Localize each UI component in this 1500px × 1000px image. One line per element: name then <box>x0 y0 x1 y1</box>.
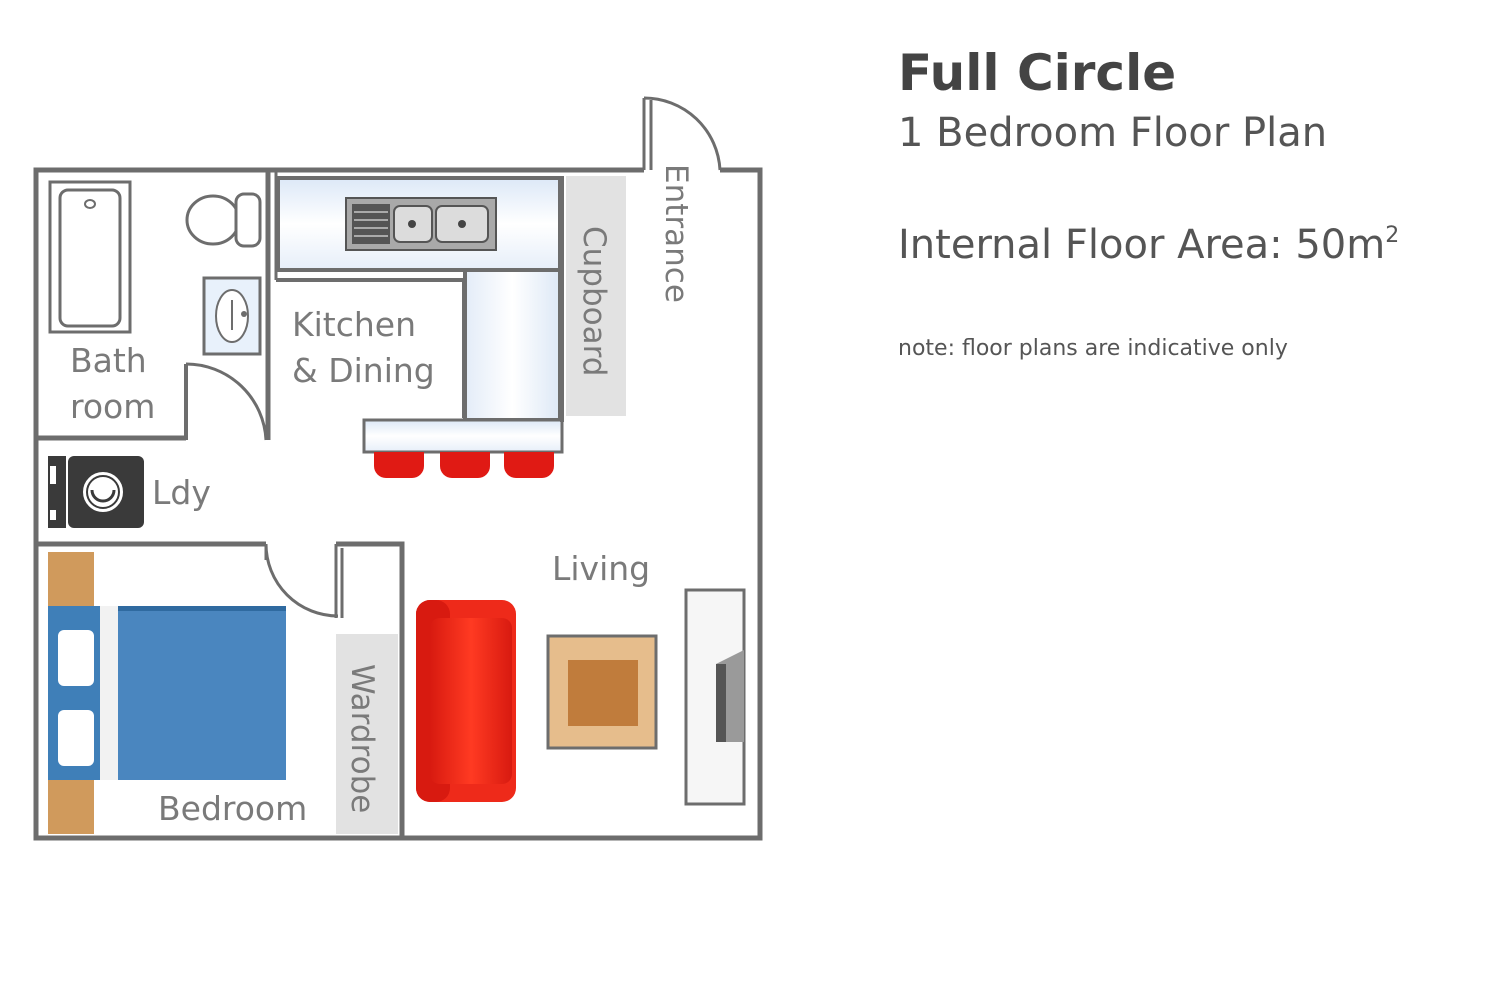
wardrobe <box>336 634 398 834</box>
kitchen-sink-icon <box>345 197 497 251</box>
floor-area-text: Internal Floor Area: 50m <box>898 222 1386 268</box>
basin-icon <box>202 276 262 356</box>
wardrobe-label: Wardrobe <box>344 664 380 813</box>
living-label: Living <box>552 549 650 588</box>
entrance-label: Entrance <box>658 164 694 303</box>
bed-icon <box>48 552 286 834</box>
tv-unit-icon <box>684 588 746 806</box>
cupboard-label: Cupboard <box>576 226 612 377</box>
page-title: Full Circle <box>898 44 1177 102</box>
kitchen-label-line2: & Dining <box>292 351 435 390</box>
page-subtitle: 1 Bedroom Floor Plan <box>898 110 1328 156</box>
floor-area-superscript: 2 <box>1385 223 1400 248</box>
bathroom-label: Bath <box>70 341 147 380</box>
laundry-label: Ldy <box>152 473 211 512</box>
floor-plan: Bath room Kitchen & Dining Ldy Living Be… <box>33 96 763 841</box>
washing-machine-icon <box>48 456 144 528</box>
kitchen-label: Kitchen <box>292 305 416 344</box>
cupboard <box>566 176 626 416</box>
disclaimer-note: note: floor plans are indicative only <box>898 336 1288 361</box>
walls <box>33 96 763 841</box>
bathtub-icon <box>48 180 132 334</box>
bar-stools <box>374 452 554 478</box>
sofa-icon <box>416 600 516 802</box>
floor-area: Internal Floor Area: 50m2 <box>898 222 1399 268</box>
bathroom-label-line2: room <box>70 387 155 426</box>
bedroom-label: Bedroom <box>158 789 307 828</box>
coffee-table-icon <box>546 634 658 750</box>
toilet-icon <box>185 192 262 248</box>
